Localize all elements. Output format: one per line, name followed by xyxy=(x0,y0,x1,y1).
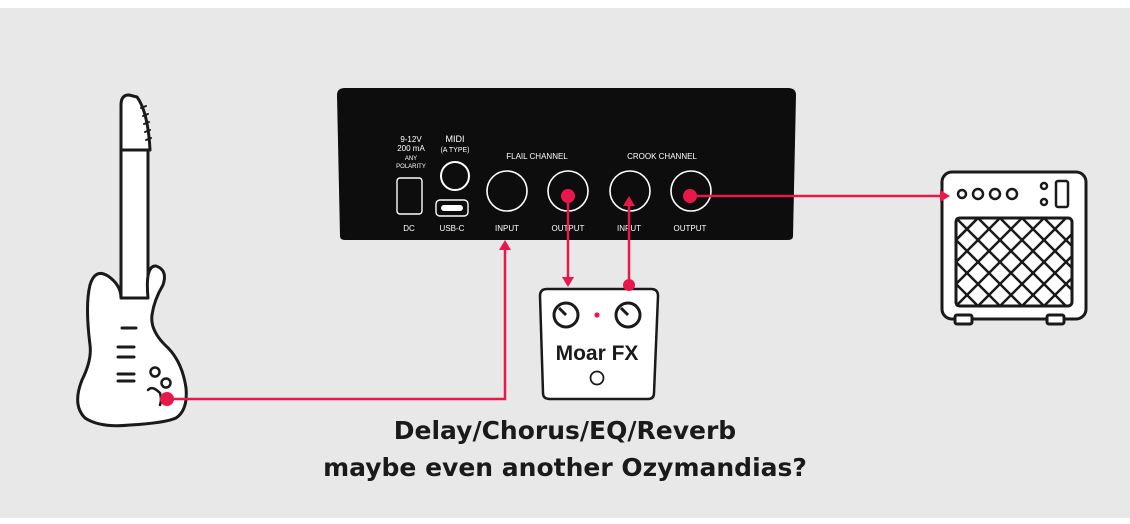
usb-c-port xyxy=(435,199,469,217)
arrow-to-pedal xyxy=(562,277,574,287)
pedal-footswitch xyxy=(589,370,605,386)
crook-output-jack xyxy=(670,170,712,212)
svg-text:200 mA: 200 mA xyxy=(397,144,425,153)
flail-channel-label: FLAIL CHANNEL xyxy=(506,152,568,161)
dc-label: DC xyxy=(403,224,415,233)
usb-c-label: USB-C xyxy=(440,224,465,233)
flail-input-label: INPUT xyxy=(495,224,519,233)
dc-jack xyxy=(396,177,423,215)
caption-line-1: Delay/Chorus/EQ/Reverb xyxy=(393,416,737,445)
arrow-crook-input xyxy=(623,196,635,206)
svg-text:ANY: ANY xyxy=(405,156,417,162)
svg-text:9-12V: 9-12V xyxy=(400,135,422,144)
pedal-knob-left xyxy=(552,301,580,329)
pedal-knob-right xyxy=(614,301,642,329)
svg-text:POLARITY: POLARITY xyxy=(396,164,426,170)
pedal-name: Moar FX xyxy=(556,342,639,365)
amp-icon xyxy=(940,170,1088,326)
pedal-led xyxy=(594,312,600,318)
crook-channel-label: CROOK CHANNEL xyxy=(627,152,697,161)
flail-input-jack xyxy=(486,170,528,212)
ozymandias-device: 9-12V 200 mA ANY POLARITY MIDI (A TYPE) … xyxy=(337,88,796,240)
dc-spec-text: 9-12V 200 mA ANY POLARITY xyxy=(396,135,426,170)
arrow-flail-input xyxy=(499,240,511,250)
pedal-icon: Moar FX xyxy=(538,287,660,401)
signal-cables xyxy=(160,189,950,406)
midi-jack xyxy=(440,161,470,191)
arrow-to-amp xyxy=(940,190,950,202)
cable-guitar-to-input xyxy=(167,248,507,401)
caption-line-2: maybe even another Ozymandias? xyxy=(323,453,807,482)
midi-type-label: (A TYPE) xyxy=(440,147,469,154)
crook-output-label: OUTPUT xyxy=(674,224,707,233)
midi-label: MIDI xyxy=(446,134,465,144)
guitar-icon xyxy=(76,93,188,428)
